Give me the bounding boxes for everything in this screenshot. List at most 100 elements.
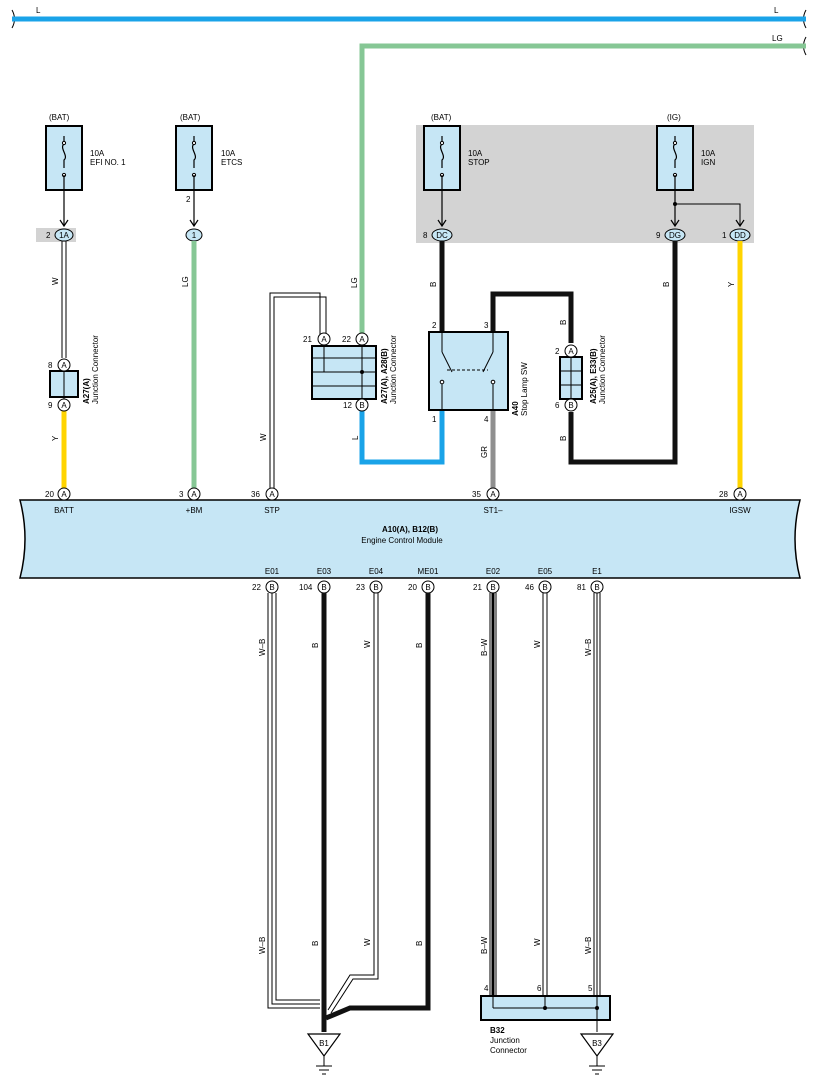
b32-name-2: Connector [490, 1046, 527, 1055]
ecm-pin-e05: E05 B 46 [525, 567, 553, 594]
ecm-pin-e03: E03 B 104 [299, 567, 332, 594]
relay-block-shade [416, 125, 754, 243]
conn-1a-pin: 2 [46, 231, 51, 240]
conn-1a: 2 1A [46, 228, 74, 242]
ecm-pin-e02-conn: B [490, 583, 495, 592]
wire-b-loop-top-label: B [559, 320, 568, 325]
ecm-name: Engine Control Module [361, 536, 443, 545]
wire-b-dc: B [429, 241, 445, 332]
ecm-pin-e02-label: E02 [486, 567, 501, 576]
stop-sw-pin-4: 4 [484, 415, 489, 424]
ecm-pin-bm-num: 3 [179, 490, 184, 499]
fuse-etcs-source: (BAT) [180, 113, 201, 122]
fuse-etcs: (BAT) 10A ETCS 2 [175, 113, 242, 226]
label-e05-a: W [533, 640, 542, 648]
label-e01-a: W–B [258, 639, 267, 656]
ground-b3-label: B3 [592, 1039, 602, 1048]
ecm-pin-st1-num: 35 [472, 490, 481, 499]
ecm-pin-e1-label: E1 [592, 567, 602, 576]
ecm-pin-stp-num: 36 [251, 490, 260, 499]
ground-wire-labels: W–B B W B B–W W W–B W–B B W B B–W W W–B [258, 638, 593, 954]
conn-dg-pin: 9 [656, 231, 661, 240]
ecm-pin-e01-label: E01 [265, 567, 280, 576]
bus-l-label-right: L [774, 6, 779, 15]
wire-l: L [351, 410, 445, 465]
junction-b32: 4 6 5 B32 Junction Connector [480, 984, 611, 1055]
ecm-pin-batt-label: BATT [54, 506, 74, 515]
label-e03-a: B [311, 643, 320, 648]
a27a-conn-bot: A [61, 401, 67, 410]
ecm-pin-igsw-num: 28 [719, 490, 728, 499]
fuse-ign-source: (IG) [667, 113, 681, 122]
a27a-name: Junction Connector [91, 335, 100, 404]
ecm-pin-e03-num: 104 [299, 583, 313, 592]
bus-l-label-left: L [36, 6, 41, 15]
fuse-efi-amp: 10A [90, 149, 105, 158]
ecm: A10(A), B12(B) Engine Control Module [19, 499, 801, 579]
ecm-pin-e05-num: 46 [525, 583, 534, 592]
ecm-pin-batt: A 20 BATT [45, 487, 74, 515]
ecm-pin-e01: E01 B 22 [252, 567, 280, 594]
wire-b-loop-bot-label: B [559, 436, 568, 441]
ecm-pin-e1: E1 B 81 [577, 567, 604, 594]
a27a28-pin-t: 22 [342, 335, 351, 344]
conn-dg: 9 DG [656, 228, 686, 242]
ecm-pin-e04-label: E04 [369, 567, 384, 576]
conn-1: 1 [185, 228, 203, 242]
ecm-pin-e04: E04 B 23 [356, 567, 384, 594]
ground-b3: B3 [579, 1033, 615, 1075]
ecm-bottom-pins: E01 B 22 E03 B 104 E04 B 23 ME01 B 20 E0… [252, 567, 604, 594]
label-e02-a: B–W [480, 638, 489, 656]
ecm-pin-e1-num: 81 [577, 583, 586, 592]
a25-id: A25(A), E33(B) [589, 348, 598, 404]
stop-sw-pin-3: 3 [484, 321, 489, 330]
label-me01-a: B [415, 643, 424, 648]
a27a-pin-bot: 9 [48, 401, 53, 410]
ecm-pin-me01: ME01 B 20 [408, 567, 439, 594]
b32-pin-5: 5 [588, 984, 593, 993]
stop-sw-pin-1: 1 [432, 415, 437, 424]
label-e04-a: W [363, 640, 372, 648]
label-e04-b: W [363, 938, 372, 946]
fuse-ign-amp: 10A [701, 149, 716, 158]
wire-lg-bus-label: LG [350, 277, 359, 288]
fuse-stop-source: (BAT) [431, 113, 452, 122]
arrow-heads [59, 219, 745, 228]
fuse-efi: (BAT) 10A EFI NO. 1 [45, 113, 126, 226]
label-e1-a: W–B [584, 639, 593, 656]
fuse-ign: (IG) 10A IGN [656, 113, 741, 226]
ecm-pin-st1: A 35 ST1– [472, 487, 503, 515]
fuse-etcs-name: ETCS [221, 158, 242, 167]
fuse-stop: (BAT) 10A STOP [423, 113, 490, 226]
a27a-id: A27(A) [82, 378, 91, 404]
ecm-pin-e04-num: 23 [356, 583, 365, 592]
ecm-pin-e1-conn: B [594, 583, 599, 592]
a27a28-pin-l: 21 [303, 335, 312, 344]
fuse-etcs-amp: 10A [221, 149, 236, 158]
bus-lg: LG [359, 34, 807, 338]
ecm-id: A10(A), B12(B) [382, 525, 438, 534]
conn-1-label: 1 [192, 231, 197, 240]
ecm-pin-e02-num: 21 [473, 583, 482, 592]
wire-w-stp-label: W [259, 433, 268, 441]
wire-b-loop: B B B [490, 241, 678, 465]
stop-lamp-switch: 2 3 1 4 A40 Stop Lamp SW [428, 321, 529, 424]
a27a28-conn-l: A [321, 335, 327, 344]
ecm-pin-e04-conn: B [373, 583, 378, 592]
fuse-stop-amp: 10A [468, 149, 483, 158]
bus-l: L L [11, 6, 807, 29]
a27a-conn-top: A [61, 361, 67, 370]
bus-lg-label: LG [772, 34, 783, 43]
label-e01-b: W–B [258, 937, 267, 954]
b32-pin-4: 4 [484, 984, 489, 993]
label-me01-b: B [415, 941, 424, 946]
b32-pin-6: 6 [537, 984, 542, 993]
wire-lg-bm: LG [181, 241, 197, 488]
ecm-pin-igsw-label: IGSW [729, 506, 751, 515]
stop-sw-id: A40 [511, 401, 520, 416]
wire-b-dc-label: B [429, 282, 438, 287]
conn-dd-label: DD [734, 231, 746, 240]
ground-b1: B1 [306, 1033, 342, 1075]
wire-y-batt: Y [51, 410, 67, 488]
ecm-pin-st1-conn: A [490, 490, 496, 499]
